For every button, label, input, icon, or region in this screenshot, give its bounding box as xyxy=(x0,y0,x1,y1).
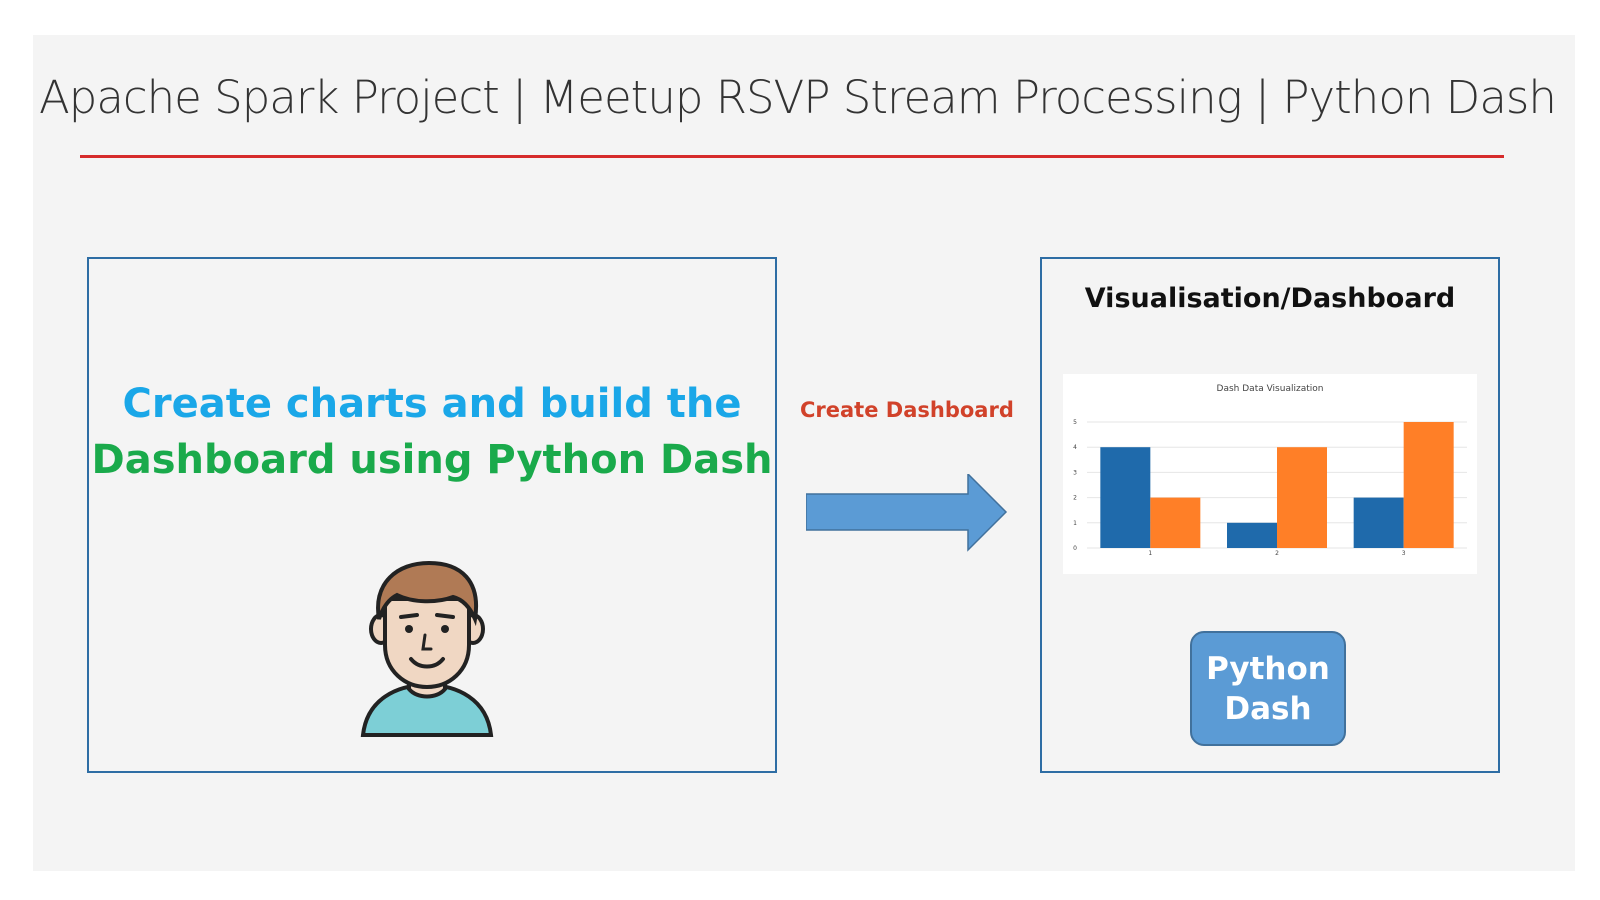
python-dash-line-1: Python xyxy=(1206,650,1330,687)
x-tick-label: 1 xyxy=(1148,550,1152,557)
right-arrow-icon xyxy=(806,474,1008,552)
slide-title: Apache Spark Project | Meetup RSVP Strea… xyxy=(39,71,1557,124)
slide: Apache Spark Project | Meetup RSVP Strea… xyxy=(33,35,1575,871)
python-dash-badge: Python Dash xyxy=(1190,631,1346,746)
dashboard-title: Visualisation/Dashboard xyxy=(1084,283,1456,314)
y-tick-label: 3 xyxy=(1073,469,1077,476)
x-tick-label: 3 xyxy=(1402,550,1406,557)
right-panel: Visualisation/Dashboard Dash Data Visual… xyxy=(1040,257,1500,773)
bar-series-1-cat-1 xyxy=(1100,447,1151,548)
bar-series-2-cat-1 xyxy=(1150,497,1201,548)
bar-series-2-cat-2 xyxy=(1277,447,1327,548)
bar-series-1-cat-3 xyxy=(1353,497,1404,548)
headline-line-1: Create charts and build the xyxy=(122,381,742,427)
y-tick-label: 1 xyxy=(1073,520,1077,527)
y-tick-label: 0 xyxy=(1073,545,1077,552)
python-dash-line-2: Dash xyxy=(1224,690,1312,727)
dash-bar-chart: Dash Data Visualization 0 1 2 3 4 5 1 2 3 xyxy=(1063,374,1477,574)
title-underline xyxy=(80,155,1504,158)
chart-title: Dash Data Visualization xyxy=(1217,384,1324,394)
bar-chart-svg: Dash Data Visualization 0 1 2 3 4 5 1 2 3 xyxy=(1073,384,1467,557)
headline-line-2: Dashboard using Python Dash xyxy=(91,437,773,483)
headline: Create charts and build the Dashboard us… xyxy=(89,376,775,488)
arrow-label: Create Dashboard xyxy=(800,398,1014,422)
user-avatar-icon xyxy=(360,560,494,737)
y-tick-label: 4 xyxy=(1073,444,1077,451)
left-panel: Create charts and build the Dashboard us… xyxy=(87,257,777,773)
bar-series-2-cat-3 xyxy=(1403,422,1454,548)
y-tick-label: 5 xyxy=(1073,419,1077,426)
y-tick-label: 2 xyxy=(1073,495,1077,502)
x-tick-label: 2 xyxy=(1275,550,1279,557)
bar-series-1-cat-2 xyxy=(1227,522,1277,548)
